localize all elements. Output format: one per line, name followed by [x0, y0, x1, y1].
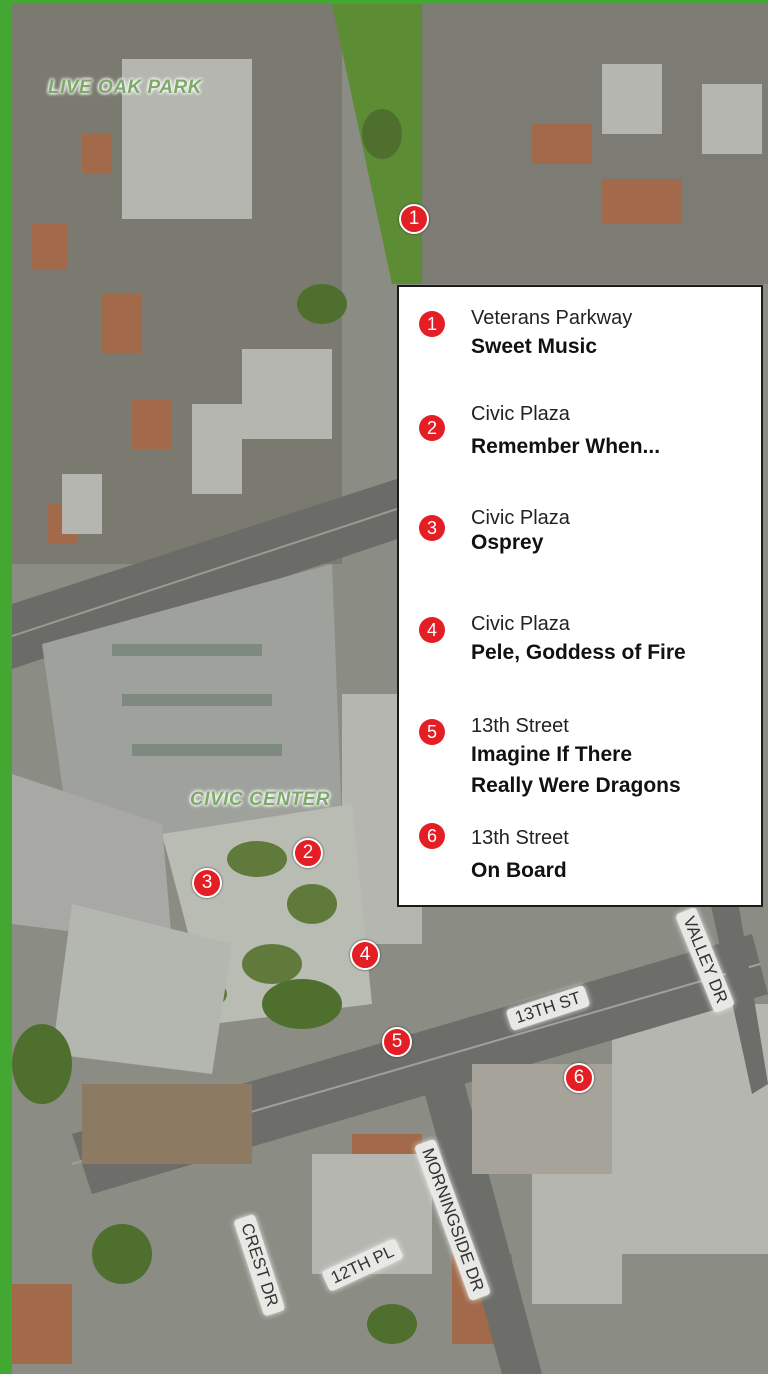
legend-number-2: 2 [419, 415, 445, 441]
legend-location-6: 13th Street [471, 827, 569, 849]
legend-location-2: Civic Plaza [471, 403, 570, 425]
legend-title-3: Osprey [471, 531, 544, 554]
legend-number-6: 6 [419, 823, 445, 849]
map-legend: 1 Veterans Parkway Sweet Music 2 Civic P… [397, 285, 763, 907]
legend-title-5-line-2: Really Were Dragons [471, 774, 681, 797]
legend-title-5-line-1: Imagine If There [471, 743, 633, 766]
legend-location-5: 13th Street [471, 715, 569, 737]
map-marker-3[interactable]: 3 [192, 868, 222, 898]
civic-center-label: CIVIC CENTER [190, 789, 331, 810]
legend-number-5: 5 [419, 719, 445, 745]
map-marker-6[interactable]: 6 [564, 1063, 594, 1093]
legend-location-3: Civic Plaza [471, 507, 570, 529]
legend-number-1: 1 [419, 311, 445, 337]
legend-title-2: Remember When... [471, 435, 661, 458]
legend-location-1: Veterans Parkway [471, 307, 633, 329]
map-marker-2[interactable]: 2 [293, 838, 323, 868]
map-marker-5[interactable]: 5 [382, 1027, 412, 1057]
legend-title-4: Pele, Goddess of Fire [471, 641, 686, 664]
legend-number-4: 4 [419, 617, 445, 643]
map-marker-4[interactable]: 4 [350, 940, 380, 970]
legend-location-4: Civic Plaza [471, 613, 570, 635]
legend-number-3: 3 [419, 515, 445, 541]
legend-title-1: Sweet Music [471, 335, 598, 358]
map-marker-1[interactable]: 1 [399, 204, 429, 234]
legend-title-6: On Board [471, 859, 567, 882]
live-oak-park-label: LIVE OAK PARK [48, 77, 202, 98]
